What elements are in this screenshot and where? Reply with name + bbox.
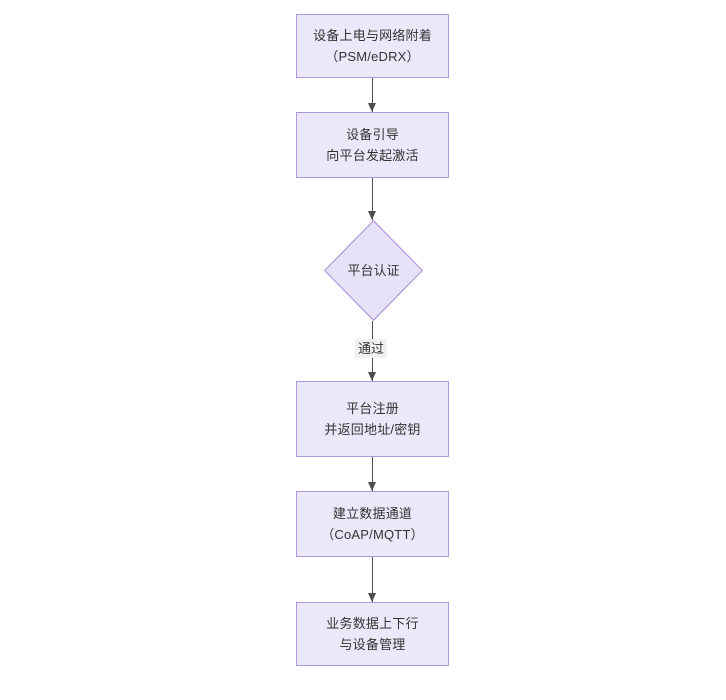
node-power-on[interactable]: 设备上电与网络附着 （PSM/eDRX） (296, 14, 449, 78)
node-platform-auth[interactable]: 平台认证 (324, 220, 423, 321)
arrowhead-icon (368, 372, 376, 381)
node-business-data-line-2: 与设备管理 (339, 637, 406, 652)
edge-line (372, 178, 373, 220)
node-platform-auth-label: 平台认证 (347, 263, 400, 278)
arrowhead-icon (368, 211, 376, 220)
node-business-data-line-1: 业务数据上下行 (326, 616, 419, 631)
node-power-on-line-1: 设备上电与网络附着 (313, 28, 432, 43)
node-data-channel-line-2: （CoAP/MQTT） (321, 527, 424, 542)
node-platform-register[interactable]: 平台注册 并返回地址/密钥 (296, 381, 449, 457)
node-platform-register-line-2: 并返回地址/密钥 (324, 422, 421, 437)
edge-line (372, 557, 373, 602)
node-bootstrap-line-2: 向平台发起激活 (326, 148, 419, 163)
node-business-data[interactable]: 业务数据上下行 与设备管理 (296, 602, 449, 666)
node-bootstrap-line-1: 设备引导 (346, 127, 399, 142)
node-power-on-line-2: （PSM/eDRX） (325, 49, 420, 64)
node-platform-register-line-1: 平台注册 (346, 401, 399, 416)
node-data-channel[interactable]: 建立数据通道 （CoAP/MQTT） (296, 491, 449, 557)
edge-line (372, 457, 373, 491)
edge-label-pass: 通过 (355, 339, 388, 358)
edge-line (372, 78, 373, 112)
arrowhead-icon (368, 103, 376, 112)
arrowhead-icon (368, 593, 376, 602)
node-data-channel-line-1: 建立数据通道 (332, 506, 413, 521)
diamond-shape-icon (324, 220, 423, 321)
arrowhead-icon (368, 482, 376, 491)
node-bootstrap[interactable]: 设备引导 向平台发起激活 (296, 112, 449, 178)
